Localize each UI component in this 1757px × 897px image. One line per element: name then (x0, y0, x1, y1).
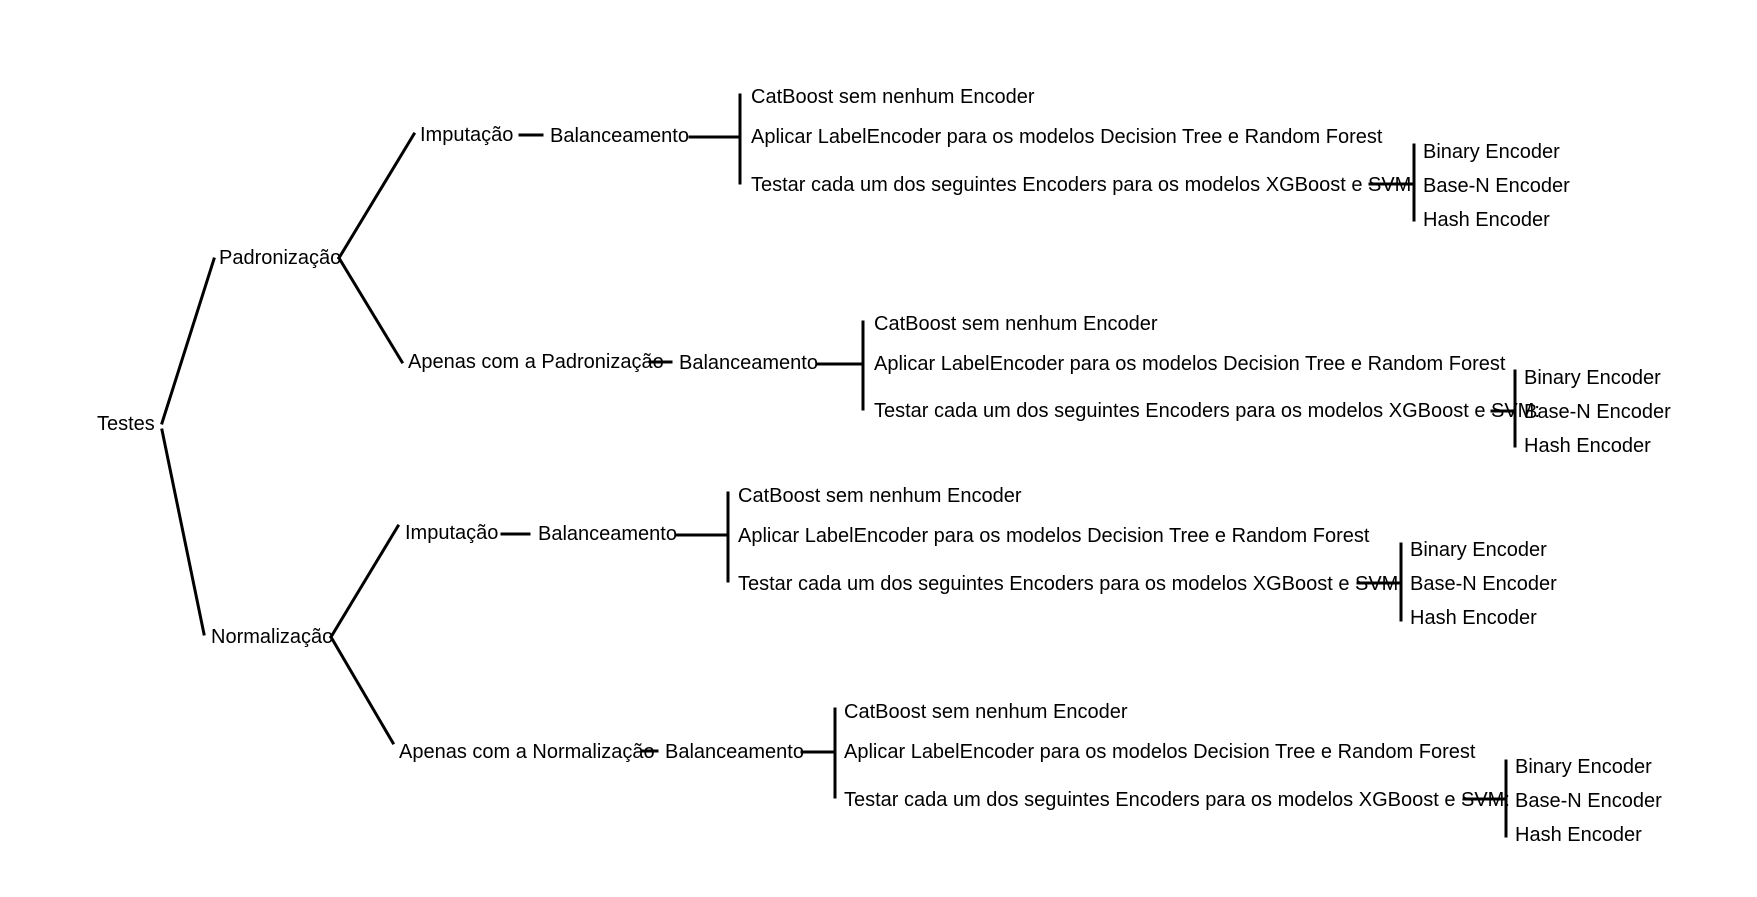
balance-label: Balanceamento (665, 741, 804, 763)
balance-label: Balanceamento (538, 523, 677, 545)
option-test-encoders: Testar cada um dos seguintes Encoders pa… (738, 573, 1404, 595)
option-test-encoders: Testar cada um dos seguintes Encoders pa… (874, 400, 1540, 422)
subbranch-label: Apenas com a Normalização (399, 741, 655, 763)
root-to-normalizacao-connector (160, 428, 206, 636)
encoder-base-n: Base-N Encoder (1410, 573, 1557, 595)
encoder-base-n: Base-N Encoder (1515, 790, 1662, 812)
option-label-encoder: Aplicar LabelEncoder para os modelos Dec… (844, 741, 1476, 763)
encoder-hash: Hash Encoder (1423, 209, 1550, 231)
encoder-base-n: Base-N Encoder (1524, 401, 1671, 423)
option-label-encoder: Aplicar LabelEncoder para os modelos Dec… (738, 525, 1370, 547)
balance-label: Balanceamento (679, 352, 818, 374)
root-to-padronizacao-connector (160, 257, 216, 425)
encoder-hash: Hash Encoder (1515, 824, 1642, 846)
branch-padronizacao-label: Padronização (219, 247, 341, 269)
option-label-encoder: Aplicar LabelEncoder para os modelos Dec… (874, 353, 1506, 375)
option-catboost: CatBoost sem nenhum Encoder (844, 701, 1128, 723)
option-catboost: CatBoost sem nenhum Encoder (738, 485, 1022, 507)
encoder-base-n: Base-N Encoder (1423, 175, 1570, 197)
encoder-binary: Binary Encoder (1515, 756, 1652, 778)
subbranch-normalizacao-imputacao: Imputação Balanceamento CatBoost sem nen… (405, 485, 1557, 629)
subbranch-label: Apenas com a Padronização (408, 351, 664, 373)
encoder-hash: Hash Encoder (1410, 607, 1537, 629)
root-label: Testes (97, 413, 155, 435)
encoder-binary: Binary Encoder (1423, 141, 1560, 163)
padronizacao-to-imputacao-connector (336, 131, 417, 261)
option-label-encoder: Aplicar LabelEncoder para os modelos Dec… (751, 126, 1383, 148)
balance-label: Balanceamento (550, 125, 689, 147)
option-catboost: CatBoost sem nenhum Encoder (874, 313, 1158, 335)
encoder-binary: Binary Encoder (1410, 539, 1547, 561)
subbranch-label: Imputação (420, 124, 513, 146)
encoder-binary: Binary Encoder (1524, 367, 1661, 389)
option-test-encoders: Testar cada um dos seguintes Encoders pa… (844, 789, 1510, 811)
normalizacao-to-apenas-connector (328, 634, 396, 746)
subbranch-padronizacao-apenas: Apenas com a Padronização Balanceamento … (408, 313, 1671, 457)
subbranch-padronizacao-imputacao: Imputação Balanceamento CatBoost sem nen… (420, 86, 1570, 231)
encoder-hash: Hash Encoder (1524, 435, 1651, 457)
option-catboost: CatBoost sem nenhum Encoder (751, 86, 1035, 108)
padronizacao-to-apenas-connector (336, 255, 405, 365)
normalizacao-to-imputacao-connector (328, 523, 401, 640)
subbranch-normalizacao-apenas: Apenas com a Normalização Balanceamento … (399, 701, 1662, 846)
subbranch-label: Imputação (405, 522, 498, 544)
branch-normalizacao-label: Normalização (211, 626, 333, 648)
option-test-encoders: Testar cada um dos seguintes Encoders pa… (751, 174, 1417, 196)
